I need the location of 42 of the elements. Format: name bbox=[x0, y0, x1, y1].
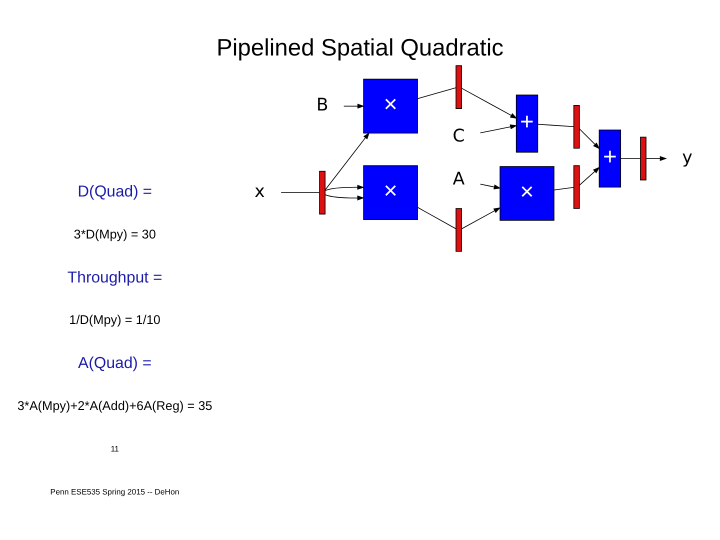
label: 3*A(Mpy)+2*A(Add)+6A(Reg) = 35 bbox=[17, 398, 212, 413]
arrow bbox=[579, 166, 600, 186]
node-box: × bbox=[363, 78, 418, 134]
label: A(Quad) = bbox=[78, 354, 152, 372]
label: 11 bbox=[110, 444, 119, 454]
arrow bbox=[480, 184, 502, 190]
label: Penn ESE535 Spring 2015 -- DeHon bbox=[50, 488, 180, 497]
arrow bbox=[324, 184, 364, 191]
arrow bbox=[461, 207, 501, 230]
arrow bbox=[461, 88, 518, 119]
label: Throughput = bbox=[67, 269, 162, 286]
arrow bbox=[324, 132, 370, 190]
node-text: x bbox=[254, 182, 265, 202]
node-bar bbox=[573, 104, 580, 149]
node-bar bbox=[456, 65, 462, 109]
node-bar bbox=[640, 136, 646, 180]
connector bbox=[417, 206, 456, 230]
node-box: × bbox=[363, 165, 418, 220]
arrow bbox=[579, 128, 600, 150]
connector bbox=[554, 186, 574, 190]
label: D(Quad) = bbox=[78, 184, 152, 201]
node-text: B bbox=[316, 96, 328, 116]
label: 1/D(Mpy) = 1/10 bbox=[69, 313, 161, 328]
node-text: C bbox=[452, 126, 465, 147]
node-box: + bbox=[516, 94, 538, 153]
node-bar bbox=[573, 165, 580, 209]
arrow bbox=[646, 156, 668, 162]
connector bbox=[417, 87, 456, 100]
connector bbox=[280, 192, 320, 194]
node-bar bbox=[319, 170, 326, 214]
arrow bbox=[480, 124, 518, 134]
arrow bbox=[343, 104, 365, 109]
node-box: + bbox=[598, 130, 622, 188]
label: 3*D(Mpy) = 30 bbox=[74, 228, 156, 242]
node-box: × bbox=[500, 166, 554, 221]
connector bbox=[537, 124, 574, 128]
node-text: A bbox=[452, 169, 465, 190]
arrow bbox=[324, 194, 364, 200]
node-bar bbox=[456, 208, 462, 252]
node-text: y bbox=[682, 148, 692, 168]
connector bbox=[620, 158, 641, 159]
diagram-title: Pipelined Spatial Quadratic bbox=[216, 34, 504, 62]
